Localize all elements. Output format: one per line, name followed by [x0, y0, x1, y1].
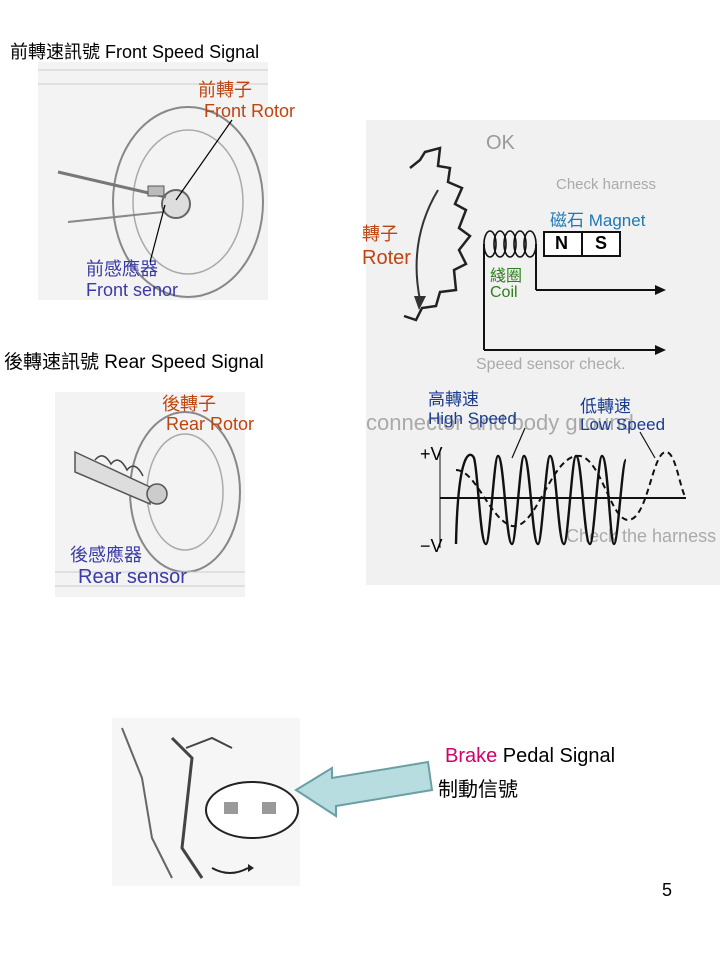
high-speed-label-zh: 高轉速 — [428, 390, 479, 409]
front-sensor-label-zh: 前感應器 — [86, 259, 158, 279]
rear-sensor-label-zh: 後感應器 — [70, 545, 142, 565]
rear-wheel-drawing — [55, 411, 245, 587]
brake-pedal-photo — [112, 718, 300, 886]
bg-text-3: connector and body ground — [366, 410, 634, 435]
high-speed-label-en: High Speed — [428, 409, 517, 428]
minus-v-label: −V — [420, 536, 443, 556]
bg-text-1: Check harness — [556, 176, 657, 193]
rotor-label-zh: 轉子 — [362, 224, 398, 244]
low-speed-label-zh: 低轉速 — [580, 397, 631, 416]
magnet-label: 磁石 Magnet — [550, 211, 646, 230]
front-rotor-label-zh: 前轉子 — [198, 80, 252, 100]
low-speed-label-en: Low Speed — [580, 415, 666, 434]
high-speed-wave — [454, 453, 628, 546]
front-speed-signal-title: 前轉速訊號 Front Speed Signal — [10, 42, 260, 62]
rear-rotor-label-zh: 後轉子 — [162, 394, 216, 414]
bg-text-4: Check the harness and s — [566, 526, 720, 546]
coil-label-zh: 綫圈 — [490, 268, 523, 285]
plus-v-label: +V — [420, 444, 443, 464]
brake-signal-zh: 制動信號 — [438, 779, 518, 801]
rear-sensor-label-en: Rear sensor — [78, 566, 187, 588]
brake-pedal-signal-title: Brake Pedal Signal — [445, 745, 615, 768]
rear-speed-signal-title: 後轉速訊號 Rear Speed Signal — [4, 352, 264, 373]
magnet-s-label: S — [595, 233, 608, 253]
coil-label-en: Coil — [490, 284, 518, 301]
front-rotor-label-en: Front Rotor — [204, 101, 296, 121]
rotor-teeth — [403, 146, 472, 322]
rotor-label-en: Roter — [362, 247, 411, 269]
rear-wheel-photo — [55, 392, 245, 597]
magnet-n-label: N — [555, 233, 568, 253]
rear-rotor-label-en: Rear Rotor — [166, 414, 255, 434]
page-number: 5 — [662, 880, 673, 900]
pedal-signal-words: Pedal Signal — [497, 745, 616, 767]
brake-word: Brake — [445, 745, 498, 767]
bg-text-2: Speed sensor check. — [476, 356, 626, 373]
front-sensor-label-en: Front senor — [86, 280, 179, 300]
bg-ok-text: OK — [486, 132, 515, 154]
brake-pedal-drawing — [121, 727, 299, 879]
front-wheel-drawing — [38, 69, 268, 298]
